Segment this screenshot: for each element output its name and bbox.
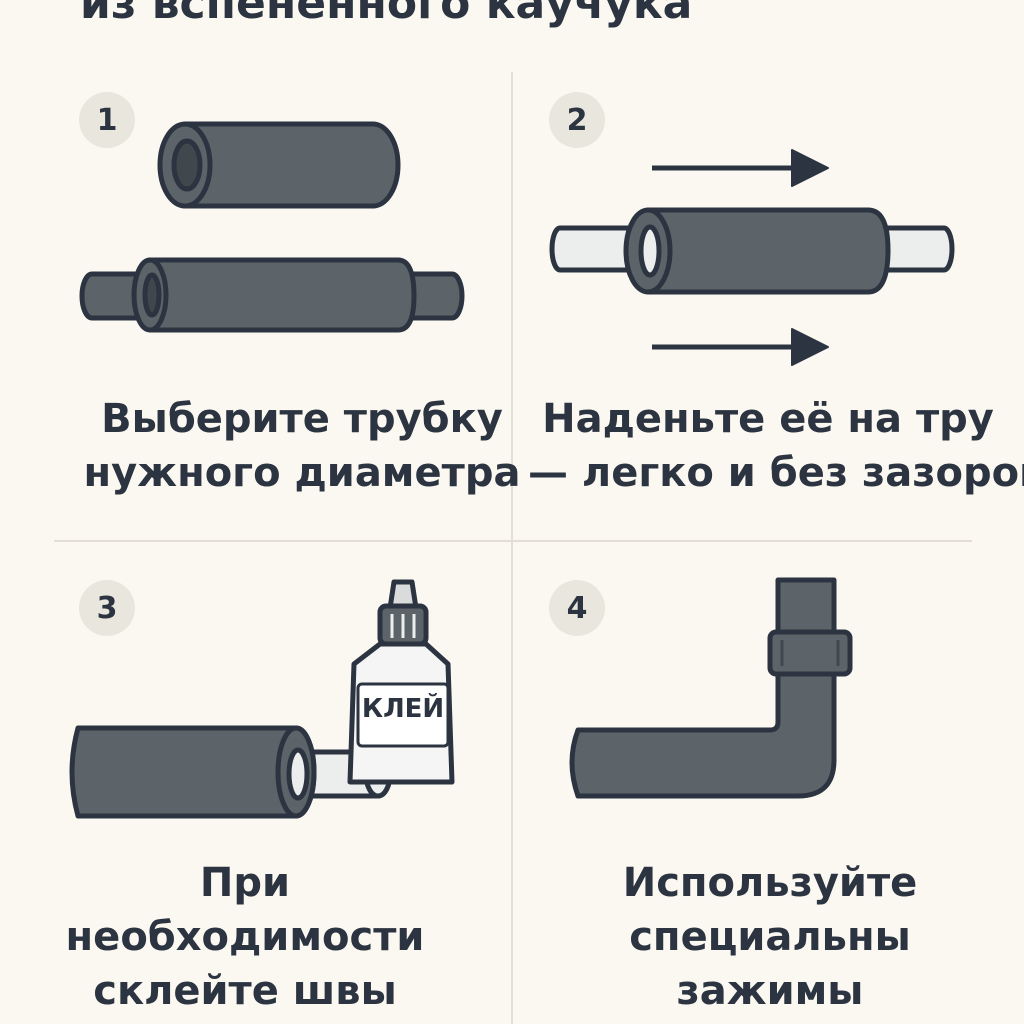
- glue-bottle-icon: [347, 579, 455, 785]
- step-4-elbow-icon: [569, 577, 853, 799]
- step-3-caption-line-1: При: [199, 860, 291, 906]
- vertical-divider: [511, 72, 513, 1024]
- step-4-caption: Используйте специальны зажимы: [560, 856, 980, 1018]
- step-2-badge: 2: [549, 92, 605, 148]
- step-3-caption: При необходимости склейте швы: [30, 856, 460, 1018]
- step-3-caption-line-2: необходимости: [65, 914, 425, 960]
- step-3-caption-line-3: склейте швы: [93, 968, 397, 1014]
- step-2-caption-line-1: Наденьте её на тру: [542, 396, 994, 442]
- step-1-tube-icon: [157, 121, 401, 209]
- step-3-badge: 3: [79, 580, 135, 636]
- step-2-insulation-icon: [623, 207, 891, 295]
- step-2-caption-line-2: — легко и без зазоров: [528, 450, 1024, 496]
- step-4-badge: 4: [549, 580, 605, 636]
- step-4-caption-line-3: зажимы: [676, 968, 864, 1014]
- bottle-label: КЛЕЙ: [361, 694, 445, 724]
- step-2-arrow-top-icon: [652, 149, 829, 187]
- step-4-caption-line-2: специальны: [629, 914, 911, 960]
- step-2-caption: Наденьте её на тру — легко и без зазоров: [528, 392, 1024, 500]
- step-3-insulated-pipe-icon: [69, 725, 393, 819]
- step-2-arrow-bottom-icon: [652, 328, 829, 366]
- step-1-badge: 1: [79, 92, 135, 148]
- step-1-caption-line-2: нужного диаметра: [83, 450, 521, 496]
- step-1-caption-line-1: Выберите трубку: [101, 396, 503, 442]
- step-1-caption: Выберите трубку нужного диаметра: [82, 392, 522, 500]
- step-1-insulated-pipe-icon: [79, 257, 465, 333]
- horizontal-divider: [54, 540, 972, 542]
- step-4-caption-line-1: Используйте: [622, 860, 918, 906]
- page-title: из вспененного каучука: [80, 0, 693, 29]
